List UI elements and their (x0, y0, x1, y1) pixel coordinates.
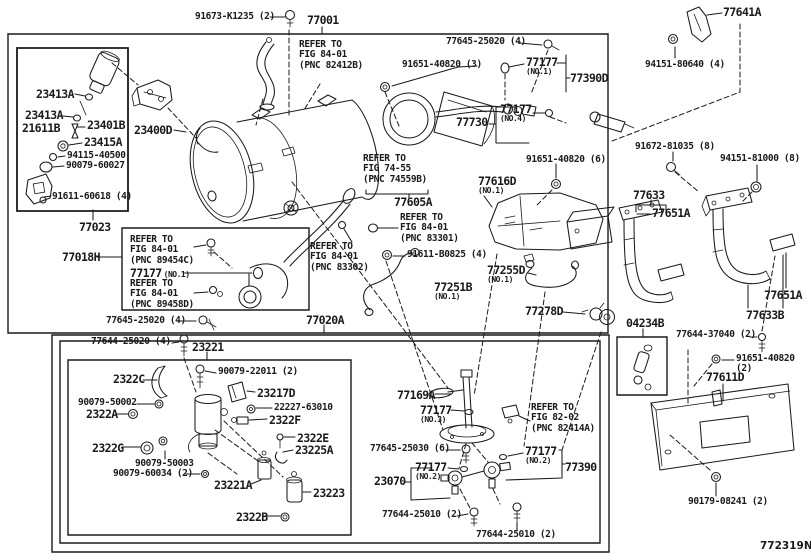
fuel-pump-parts-drawing (129, 335, 303, 521)
group-boxes (8, 34, 667, 552)
tank-protector-drawing (489, 193, 614, 250)
breather-pipe-drawing (199, 187, 357, 330)
fuel-tubes-drawing (364, 249, 615, 325)
pump-kit-drawing (633, 345, 652, 390)
injector-parts-drawing (26, 49, 172, 204)
dashed-assembly-lines (112, 24, 775, 508)
pump-retainer-drawing (381, 83, 495, 147)
fuel-tank-drawing (180, 38, 378, 230)
pump-plate-drawing (428, 370, 521, 526)
mounting-brackets-drawing (619, 7, 795, 482)
fuel-sender-drawing (436, 40, 634, 132)
leader-lines (44, 11, 786, 531)
